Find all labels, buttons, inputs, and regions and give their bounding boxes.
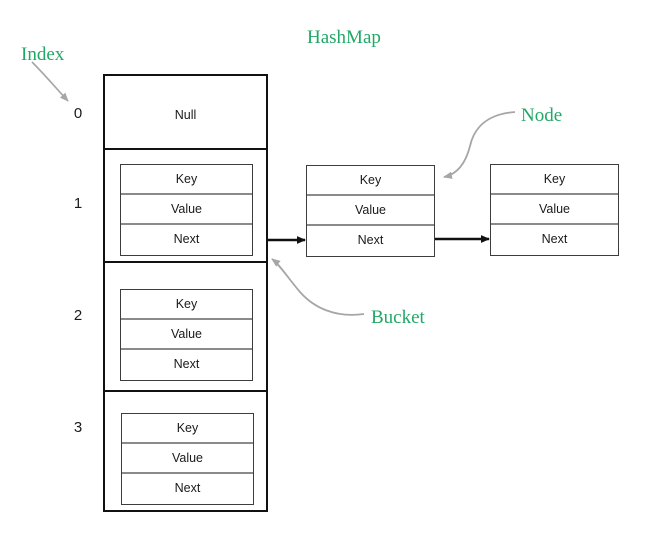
node-2-next-cell: Next [307,226,434,256]
index-number-1: 1 [73,195,83,212]
bucket-row-1[interactable]: Key Value Next [105,150,266,263]
node-box-bucket-2[interactable]: Key Value Next [120,289,253,381]
node-1-next-cell: Next [121,225,252,255]
index-number-2: 2 [73,307,83,324]
node-3-value-cell: Value [491,195,618,225]
bucket-array-table: Null Key Value Next Key Value Next Key V… [103,74,268,512]
index-callout-arrow [31,61,69,102]
node-callout-arrow [443,111,516,179]
node-2-key-cell: Key [307,166,434,196]
bucket-2-node-value-cell: Value [121,320,252,350]
annotation-label-node: Node [521,105,563,126]
node-box-1[interactable]: Key Value Next [120,164,253,256]
bucket-3-node-next-cell: Next [122,474,253,504]
node-3-next-cell: Next [491,225,618,255]
bucket-2-node-next-cell: Next [121,350,252,380]
node-box-bucket-3[interactable]: Key Value Next [121,413,254,505]
bucket-3-node-key-cell: Key [122,414,253,444]
node-box-2[interactable]: Key Value Next [306,165,435,257]
bucket-0-null-label: Null [174,108,197,122]
node-2-value-cell: Value [307,196,434,226]
bucket-row-2[interactable]: Key Value Next [105,263,266,392]
node-3-key-cell: Key [491,165,618,195]
node-1-value-cell: Value [121,195,252,225]
bucket-2-node-key-cell: Key [121,290,252,320]
bucket-row-0[interactable]: Null [105,76,266,150]
bucket-row-3[interactable]: Key Value Next [105,392,266,510]
page-title: HashMap [307,27,381,48]
index-number-3: 3 [73,419,83,436]
annotation-label-bucket: Bucket [371,307,425,328]
node-box-3[interactable]: Key Value Next [490,164,619,256]
annotation-label-index: Index [21,44,65,65]
index-number-0: 0 [73,105,83,122]
node-1-key-cell: Key [121,165,252,195]
bucket-callout-arrow [271,258,365,316]
bucket-3-node-value-cell: Value [122,444,253,474]
